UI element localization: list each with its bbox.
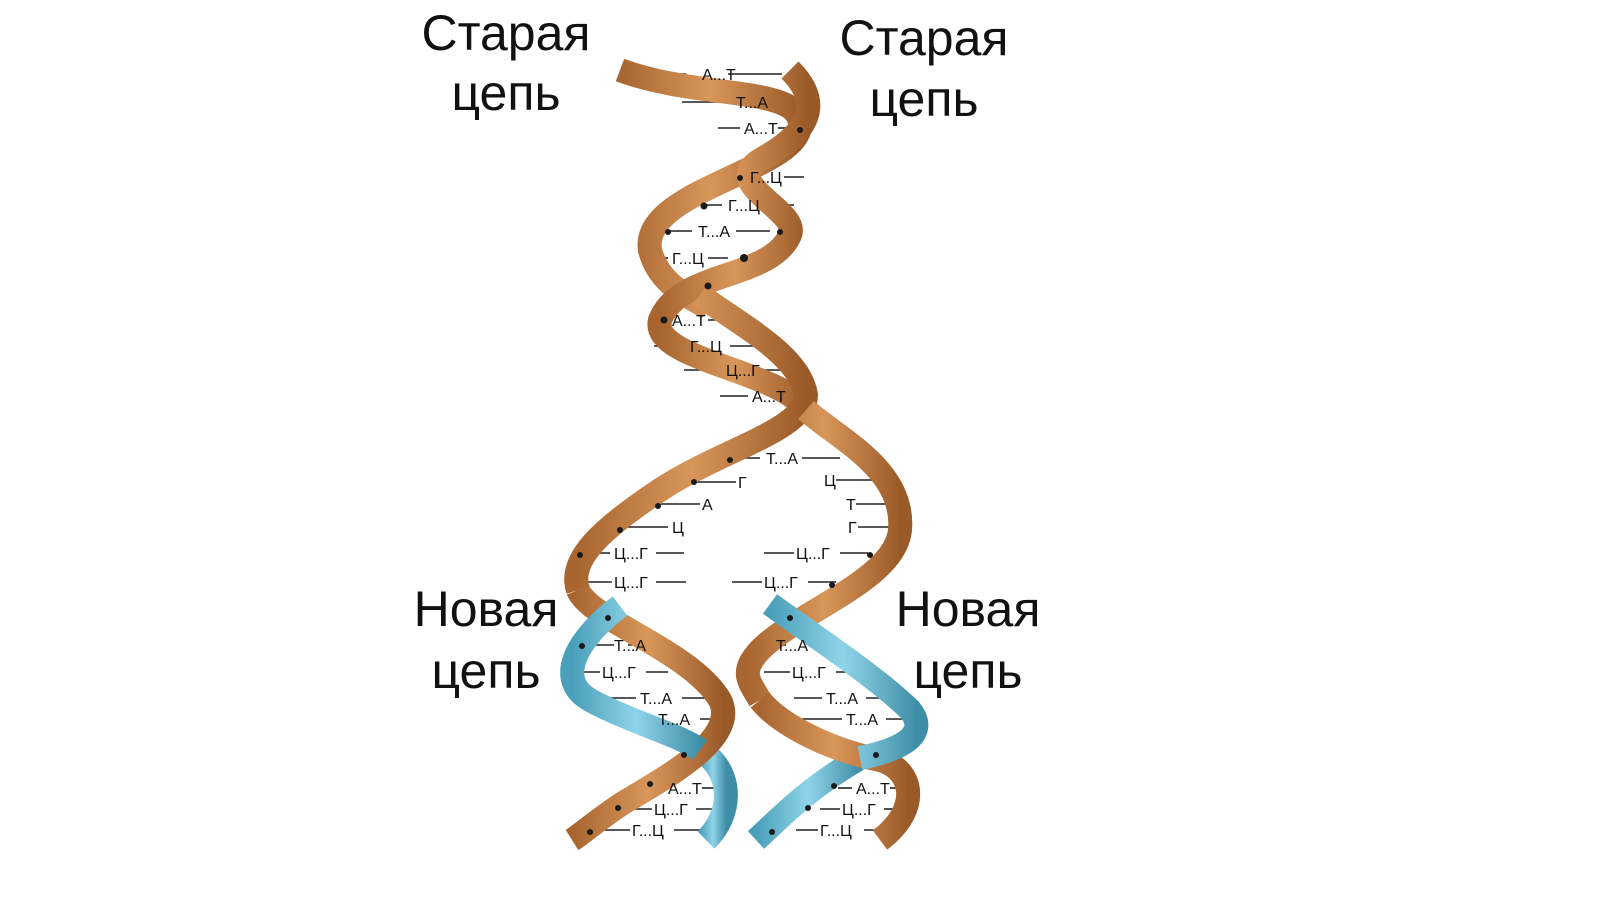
base-pair: Т...А — [766, 451, 798, 468]
base-single: Г — [848, 520, 857, 537]
old-strand-right-label: Старая цепь — [840, 10, 1009, 127]
new-strand-left-label: Новая цепь — [414, 581, 559, 699]
base-pair: А...Т — [856, 781, 890, 798]
new-strand-right-line2: цепь — [913, 643, 1022, 699]
old-strand-left-daughter — [565, 583, 735, 851]
new-strands-front — [560, 594, 929, 770]
base-pair-labels: А...Т Т...А А...Т Г...Ц Г...Ц Т...А Г...… — [602, 67, 890, 840]
old-strand-right-line2: цепь — [869, 71, 978, 127]
base-pair: Т...А — [826, 691, 858, 708]
base-pair: Ц...Г — [792, 665, 826, 682]
base-pair: Ц...Г — [614, 575, 648, 592]
base-pair: Т...А — [736, 95, 768, 112]
new-strand-left-line1: Новая — [414, 581, 559, 637]
new-strand-right-back — [747, 747, 867, 849]
base-pair: Г...Ц — [690, 339, 722, 356]
base-pair: Т...А — [776, 638, 808, 655]
new-strand-right-label: Новая цепь — [896, 581, 1041, 699]
old-strands — [564, 58, 921, 851]
base-single: А — [702, 497, 713, 514]
base-pair: Ц...Г — [654, 802, 688, 819]
base-pair: Ц...Г — [796, 546, 830, 563]
base-pair: Г...Ц — [672, 251, 704, 268]
base-pair: Т...А — [698, 224, 730, 241]
old-strand-right-line1: Старая — [840, 10, 1009, 66]
base-single: Ц — [672, 520, 684, 537]
base-pair: Г...Ц — [750, 170, 782, 187]
base-pair: Ц...Г — [842, 802, 876, 819]
base-single: Т — [846, 497, 856, 514]
strand-dots — [577, 127, 879, 835]
base-pair: А...Т — [702, 67, 736, 84]
base-pair: Т...А — [640, 691, 672, 708]
base-pair: А...Т — [752, 389, 786, 406]
base-pair: Ц...Г — [764, 575, 798, 592]
old-strand-left-label: Старая цепь — [422, 5, 591, 121]
base-pair: А...Т — [672, 313, 706, 330]
old-strand-b-lower — [735, 400, 913, 707]
base-pair: Г...Ц — [820, 823, 852, 840]
base-pair: Т...А — [846, 712, 878, 729]
old-strand-a-lower — [564, 285, 819, 594]
base-pair: Ц...Г — [602, 665, 636, 682]
base-pair: А...Т — [744, 121, 778, 138]
base-pair: Г...Ц — [728, 198, 760, 215]
base-pair: Ц...Г — [614, 546, 648, 563]
new-strand-left-line2: цепь — [431, 643, 540, 699]
new-strand-right-front — [762, 594, 929, 770]
old-strand-left-line2: цепь — [451, 65, 560, 121]
base-pair: Ц...Г — [726, 363, 760, 380]
old-strand-b-upper — [647, 61, 821, 418]
base-single: Г — [738, 475, 747, 492]
new-strand-left-front — [560, 596, 708, 760]
old-strand-left-line1: Старая — [422, 5, 591, 61]
base-pair: Т...А — [658, 712, 690, 729]
base-pair: Т...А — [614, 638, 646, 655]
base-single: Ц — [824, 473, 836, 490]
new-strand-right-line1: Новая — [896, 581, 1041, 637]
base-pair: А...Т — [668, 781, 702, 798]
base-pair: Г...Ц — [632, 823, 664, 840]
